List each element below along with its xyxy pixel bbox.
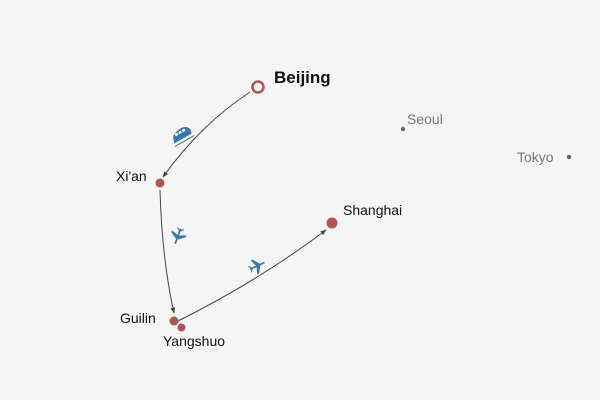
city-label-yangshuo: Yangshuo <box>163 333 225 349</box>
city-marker-seoul[interactable] <box>400 126 406 132</box>
train-icon <box>173 127 195 147</box>
city-label-shanghai: Shanghai <box>343 202 402 218</box>
city-marker-guilin[interactable] <box>169 316 179 326</box>
route-guilin-shanghai <box>177 229 327 322</box>
city-label-seoul: Seoul <box>407 111 443 127</box>
plane-icon <box>247 259 265 275</box>
city-marker-xian[interactable] <box>155 178 165 188</box>
city-marker-yangshuo[interactable] <box>177 323 186 332</box>
city-marker-tokyo[interactable] <box>566 154 572 160</box>
route-beijing-xian <box>162 91 251 178</box>
city-label-guilin: Guilin <box>120 310 156 326</box>
city-label-tokyo: Tokyo <box>517 149 554 165</box>
city-label-beijing: Beijing <box>274 68 331 87</box>
plane-icon <box>171 226 187 245</box>
city-marker-shanghai[interactable] <box>326 217 338 229</box>
route-xian-guilin <box>159 189 176 314</box>
city-marker-beijing[interactable] <box>251 80 265 94</box>
city-label-xian: Xi'an <box>116 168 147 184</box>
